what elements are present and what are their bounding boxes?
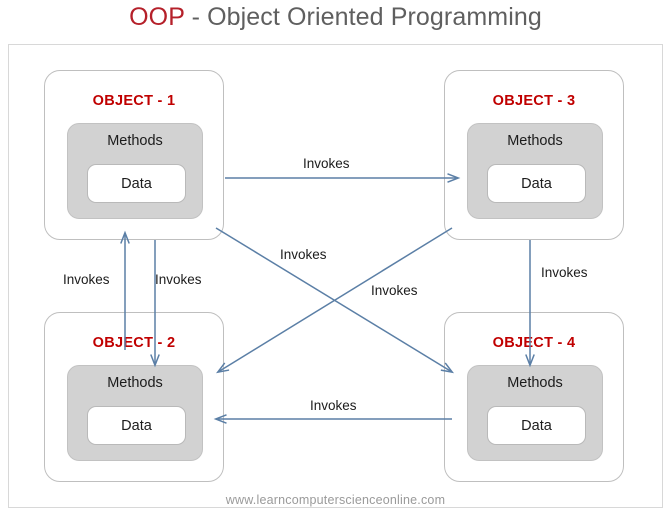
arrow-label-object3-to-object2: Invokes	[280, 247, 327, 262]
object-3-data-label: Data	[521, 175, 552, 192]
object-4-methods-box[interactable]: Methods Data	[467, 365, 603, 461]
object-2-methods-box[interactable]: Methods Data	[67, 365, 203, 461]
object-2-data-box[interactable]: Data	[87, 406, 186, 445]
object-1-methods-box[interactable]: Methods Data	[67, 123, 203, 219]
object-4-data-label: Data	[521, 417, 552, 434]
arrow-label-object1-to-object3: Invokes	[303, 156, 350, 171]
object-card-4[interactable]: OBJECT - 4 Methods Data	[444, 312, 624, 482]
object-4-data-box[interactable]: Data	[487, 406, 586, 445]
arrow-label-object4-to-object2: Invokes	[310, 398, 357, 413]
arrow-label-object3-to-object4: Invokes	[541, 265, 588, 280]
object-1-data-label: Data	[121, 175, 152, 192]
object-1-data-box[interactable]: Data	[87, 164, 186, 203]
object-3-label: OBJECT - 3	[492, 93, 576, 109]
page-title: OOP - Object Oriented Programming	[0, 3, 671, 32]
arrow-label-object1-to-object2: Invokes	[155, 272, 202, 287]
object-card-1[interactable]: OBJECT - 1 Methods Data	[44, 70, 224, 240]
title-acronym: OOP	[129, 3, 185, 31]
object-card-2[interactable]: OBJECT - 2 Methods Data	[44, 312, 224, 482]
object-4-methods-label: Methods	[507, 375, 563, 391]
object-2-label: OBJECT - 2	[92, 335, 176, 351]
object-1-methods-label: Methods	[107, 133, 163, 149]
object-2-data-label: Data	[121, 417, 152, 434]
title-rest: - Object Oriented Programming	[184, 3, 542, 31]
object-2-methods-label: Methods	[107, 375, 163, 391]
object-card-3[interactable]: OBJECT - 3 Methods Data	[444, 70, 624, 240]
object-3-methods-box[interactable]: Methods Data	[467, 123, 603, 219]
object-1-label: OBJECT - 1	[92, 93, 176, 109]
footer-url: www.learncomputerscienceonline.com	[225, 493, 446, 507]
object-4-label: OBJECT - 4	[492, 335, 576, 351]
arrow-label-object2-to-object1: Invokes	[63, 272, 110, 287]
arrow-label-object1-to-object4: Invokes	[371, 283, 418, 298]
object-3-data-box[interactable]: Data	[487, 164, 586, 203]
object-3-methods-label: Methods	[507, 133, 563, 149]
